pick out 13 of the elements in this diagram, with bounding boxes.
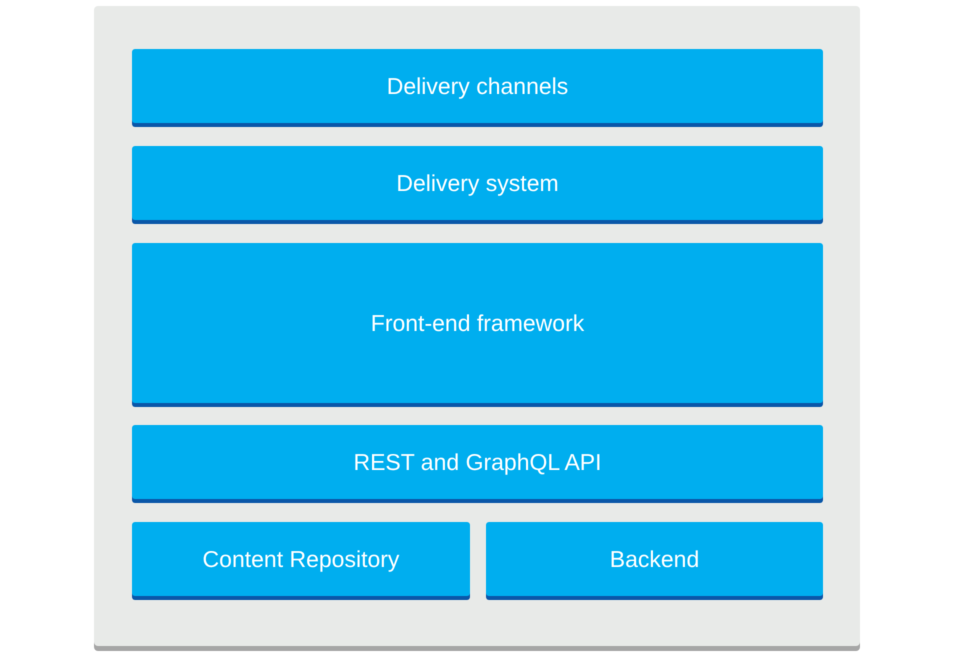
layer-label: Front-end framework — [370, 310, 584, 336]
layer-label: Delivery system — [396, 170, 559, 196]
layer-box — [132, 243, 823, 403]
layer-box — [132, 425, 823, 499]
panel-background — [94, 6, 860, 646]
layer-box — [132, 49, 823, 123]
layer-label: Content Repository — [202, 546, 400, 572]
layer-label: REST and GraphQL API — [353, 448, 602, 476]
layer-label: Backend — [610, 546, 700, 572]
layer-box — [132, 522, 470, 596]
layer-box — [486, 522, 823, 596]
layer-label: Delivery channels — [386, 72, 568, 100]
layer-box — [132, 146, 823, 220]
